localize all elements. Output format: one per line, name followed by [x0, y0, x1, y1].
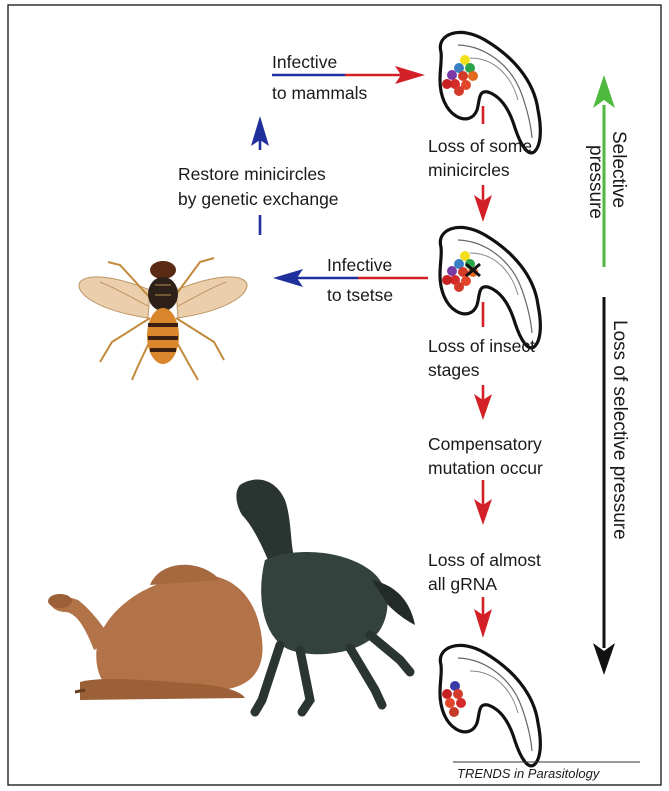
- label-loss-minicircles-line1: Loss of some: [428, 136, 532, 156]
- label-compensatory-line2: mutation occur: [428, 458, 543, 478]
- label-restore-line1: Restore minicircles: [178, 164, 326, 184]
- label-loss-insect-line1: Loss of insect: [428, 336, 535, 356]
- credit-text: TRENDS in Parasitology: [457, 766, 601, 781]
- label-loss-minicircles-line2: minicircles: [428, 160, 510, 180]
- label-loss-grna-line1: Loss of almost: [428, 550, 541, 570]
- label-selective-line2: pressure: [585, 145, 606, 219]
- label-infective-mammals-line2: to mammals: [272, 83, 368, 103]
- label-infective-tsetse-line2: to tsetse: [327, 285, 393, 305]
- label-infective-mammals-line1: Infective: [272, 52, 337, 72]
- label-selective-line1: Selective: [608, 131, 629, 208]
- label-infective-tsetse-line1: Infective: [327, 255, 392, 275]
- label-loss-grna-line2: all gRNA: [428, 574, 497, 594]
- label-restore-line2: by genetic exchange: [178, 189, 339, 209]
- label-loss-insect-line2: stages: [428, 360, 480, 380]
- label-compensatory-line1: Compensatory: [428, 434, 542, 454]
- label-loss-selective-pressure: Loss of selective pressure: [609, 320, 630, 540]
